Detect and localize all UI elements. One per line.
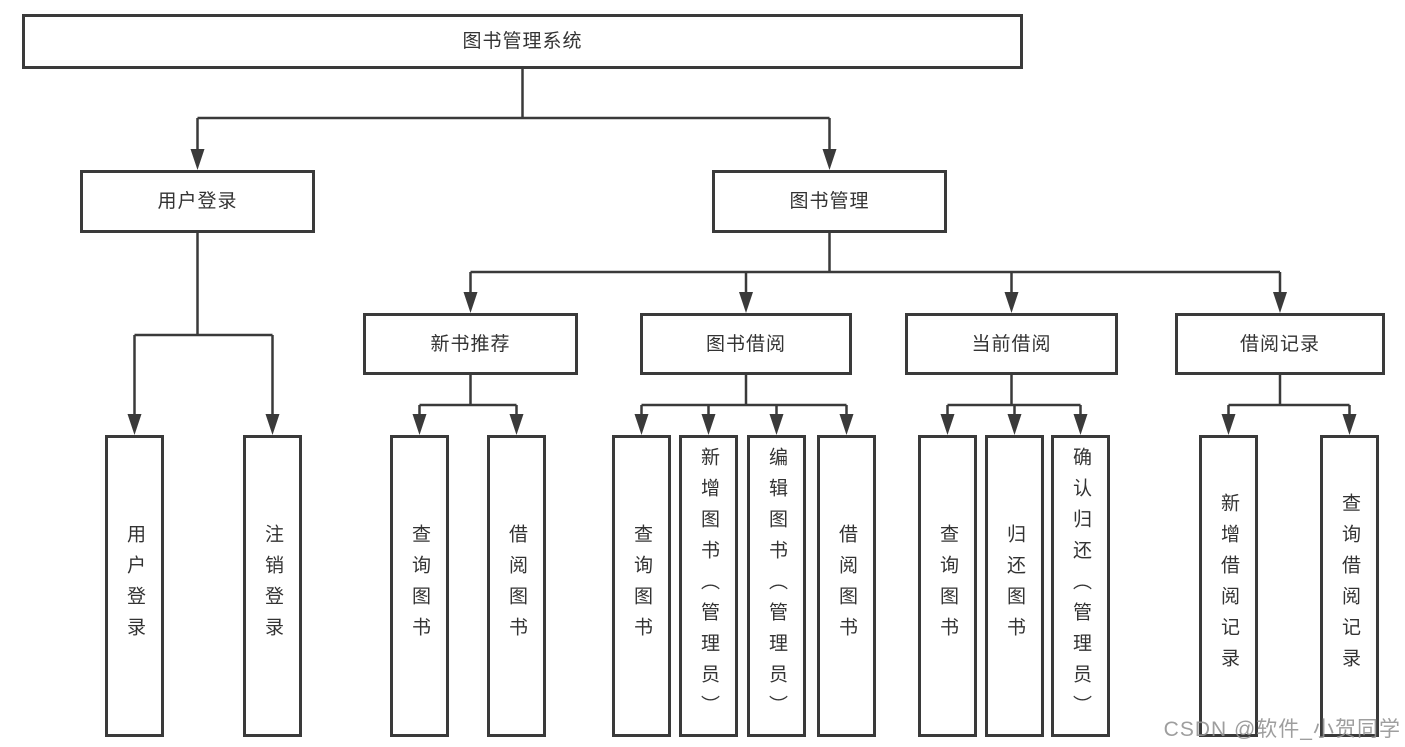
node-leaf-borrow-books-recommend-label: 借阅图书 [506, 524, 527, 648]
node-book-management-label: 图书管理 [789, 191, 870, 212]
node-leaf-confirm-return-admin-label: 确认归还（管理员） [1070, 446, 1091, 726]
node-current-borrow: 当前借阅 [905, 313, 1118, 375]
node-book-borrow: 图书借阅 [640, 313, 852, 375]
node-leaf-add-book-admin-label: 新增图书（管理员） [698, 446, 719, 726]
node-root: 图书管理系统 [22, 14, 1023, 69]
node-leaf-query-books-recommend-label: 查询图书 [409, 524, 430, 648]
watermark-text: CSDN @软件_小贺同学 [1163, 718, 1401, 741]
node-borrow-records: 借阅记录 [1175, 313, 1385, 375]
node-leaf-borrow-books-recommend: 借阅图书 [487, 435, 546, 737]
node-book-management: 图书管理 [712, 170, 947, 233]
node-user-login-label: 用户登录 [157, 191, 238, 212]
node-leaf-return-book: 归还图书 [985, 435, 1044, 737]
node-leaf-query-books-current-label: 查询图书 [937, 524, 958, 648]
node-leaf-edit-book-admin: 编辑图书（管理员） [747, 435, 806, 737]
node-leaf-query-books-current: 查询图书 [918, 435, 977, 737]
node-leaf-logout: 注销登录 [243, 435, 302, 737]
node-new-book-recommend: 新书推荐 [363, 313, 578, 375]
node-leaf-add-borrow-record-label: 新增借阅记录 [1218, 493, 1239, 679]
node-leaf-return-book-label: 归还图书 [1004, 524, 1025, 648]
node-leaf-borrow-books: 借阅图书 [817, 435, 876, 737]
node-leaf-edit-book-admin-label: 编辑图书（管理员） [766, 446, 787, 726]
node-borrow-records-label: 借阅记录 [1239, 333, 1320, 355]
node-leaf-add-book-admin: 新增图书（管理员） [679, 435, 738, 737]
node-leaf-query-books-borrow: 查询图书 [612, 435, 671, 737]
node-leaf-query-books-recommend: 查询图书 [390, 435, 449, 737]
node-leaf-confirm-return-admin: 确认归还（管理员） [1051, 435, 1110, 737]
node-root-label: 图书管理系统 [462, 31, 583, 52]
node-leaf-query-borrow-record: 查询借阅记录 [1320, 435, 1379, 737]
node-leaf-user-login-label: 用户登录 [124, 524, 145, 648]
node-user-login: 用户登录 [80, 170, 315, 233]
node-leaf-query-borrow-record-label: 查询借阅记录 [1339, 493, 1360, 679]
node-current-borrow-label: 当前借阅 [971, 333, 1052, 355]
node-leaf-add-borrow-record: 新增借阅记录 [1199, 435, 1258, 737]
arrowheads [127, 149, 1357, 435]
node-leaf-query-books-borrow-label: 查询图书 [631, 524, 652, 648]
node-book-borrow-label: 图书借阅 [705, 333, 786, 355]
node-leaf-borrow-books-label: 借阅图书 [836, 524, 857, 648]
node-leaf-user-login: 用户登录 [105, 435, 164, 737]
node-leaf-logout-label: 注销登录 [262, 524, 283, 648]
node-new-book-recommend-label: 新书推荐 [430, 333, 511, 355]
